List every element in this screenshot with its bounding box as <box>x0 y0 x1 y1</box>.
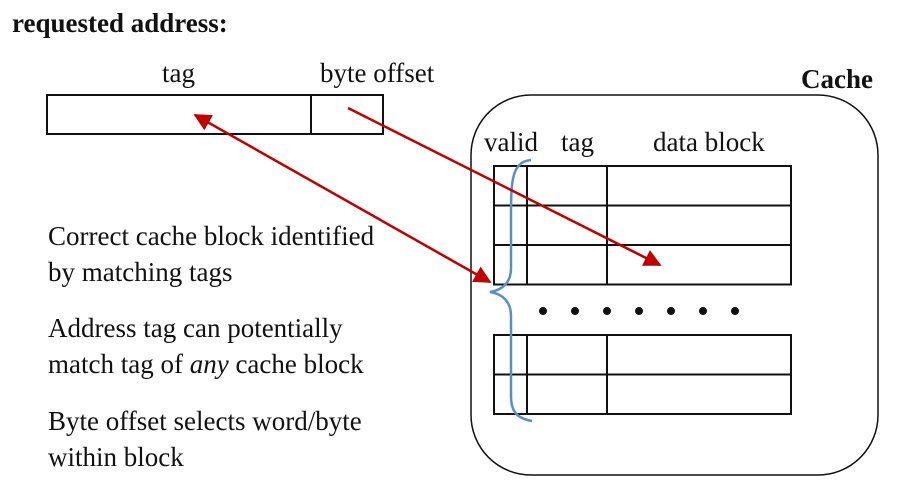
cache-row <box>493 373 792 415</box>
cache-cell-tag <box>526 204 608 246</box>
cache-table-top <box>493 165 792 286</box>
diagram-title: requested address: <box>12 8 228 38</box>
cache-cell-data <box>606 244 792 286</box>
bullet-2-line-2: match tag of any cache block <box>48 346 364 382</box>
address-register <box>46 94 384 135</box>
bullet-3-line-1: Byte offset selects word/byte <box>48 406 362 436</box>
cache-col-tag: tag <box>561 127 594 157</box>
bullet-2-line-2-post: cache block <box>228 349 364 379</box>
cache-cell-tag <box>526 244 608 286</box>
cache-cell-data <box>606 334 792 376</box>
cache-cell-tag <box>526 373 608 415</box>
address-byte-offset-label: byte offset <box>320 58 435 88</box>
address-register-box <box>46 94 384 135</box>
cache-row <box>493 165 792 207</box>
cache-col-valid: valid <box>484 127 538 157</box>
cache-cell-tag <box>526 165 608 207</box>
cache-table-bottom <box>493 334 792 415</box>
cache-cell-data <box>606 165 792 207</box>
cache-row <box>493 204 792 246</box>
bullet-2-line-2-pre: match tag of <box>48 349 190 379</box>
byte-offset-arrow <box>347 106 662 267</box>
cache-col-data-block: data block <box>653 127 765 157</box>
ellipsis-dot <box>603 307 611 315</box>
bullet-2: Address tag can potentially match tag of… <box>48 310 364 382</box>
cache-title: Cache <box>801 64 873 94</box>
bullet-3-line-2: within block <box>48 442 184 472</box>
cache-ellipsis <box>539 307 739 315</box>
tag-match-arrow <box>193 113 492 284</box>
cache-container <box>470 94 879 476</box>
cache-cell-data <box>606 204 792 246</box>
ellipsis-dot <box>571 307 579 315</box>
address-tag-label: tag <box>162 58 195 88</box>
cache-cell-tag <box>526 334 608 376</box>
ellipsis-dot <box>667 307 675 315</box>
bullet-2-line-1: Address tag can potentially <box>48 313 343 343</box>
cache-row <box>493 244 792 286</box>
cache-row <box>493 334 792 376</box>
cache-cell-data <box>606 373 792 415</box>
ellipsis-dot <box>539 307 547 315</box>
brace-icon <box>489 158 533 423</box>
bullet-2-emphasis: any <box>189 349 229 379</box>
ellipsis-dot <box>635 307 643 315</box>
ellipsis-dot <box>699 307 707 315</box>
bullet-3: Byte offset selects word/byte within blo… <box>48 403 362 475</box>
ellipsis-dot <box>731 307 739 315</box>
